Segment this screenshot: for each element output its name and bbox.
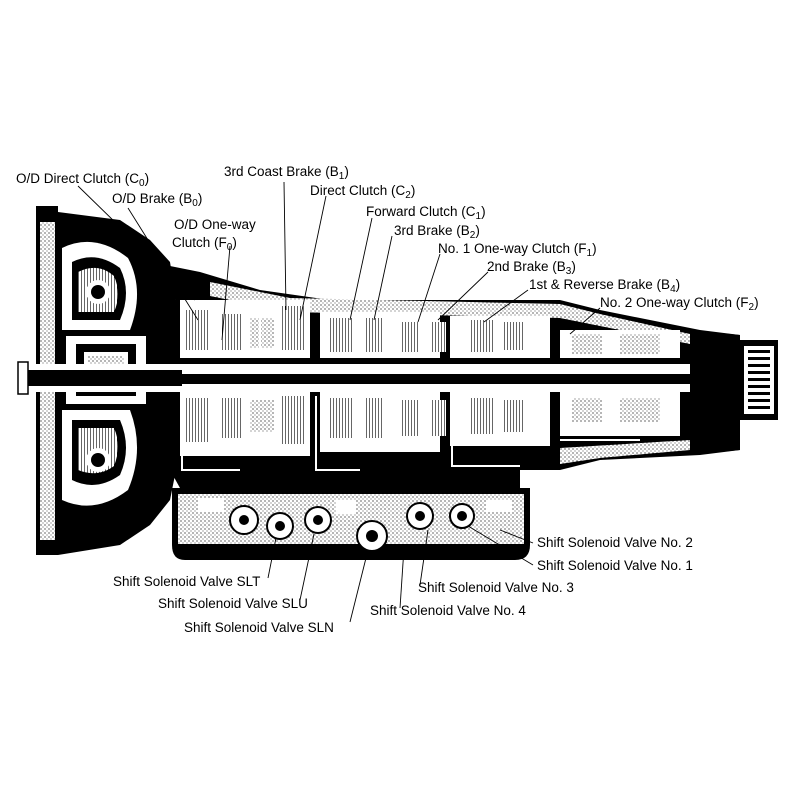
label-od-oneway-clutch-line2: Clutch (F0)	[172, 235, 237, 253]
label-third-brake: 3rd Brake (B2)	[394, 223, 480, 241]
valve-body-oil-pan	[172, 488, 530, 560]
leader-lines	[77, 181, 601, 623]
label-third-coast-brake: 3rd Coast Brake (B1)	[224, 164, 349, 182]
label-shift-solenoid-sln: Shift Solenoid Valve SLN	[184, 620, 334, 635]
label-od-brake: O/D Brake (B0)	[112, 191, 202, 209]
label-forward-clutch: Forward Clutch (C1)	[366, 204, 486, 222]
transmission-drawing	[17, 206, 778, 560]
label-shift-solenoid-no2: Shift Solenoid Valve No. 2	[537, 535, 693, 550]
fluid-passages	[181, 300, 640, 471]
label-first-reverse-brake: 1st & Reverse Brake (B4)	[529, 277, 680, 295]
callout-labels: O/D Direct Clutch (C0) O/D Brake (B0) O/…	[16, 164, 759, 635]
label-od-oneway-clutch-line1: O/D One-way	[174, 217, 256, 232]
main-shaft	[17, 361, 742, 395]
torque-converter	[36, 206, 176, 555]
clutch-packs-lower	[186, 396, 660, 444]
label-shift-solenoid-slt: Shift Solenoid Valve SLT	[113, 574, 260, 589]
label-second-brake: 2nd Brake (B3)	[487, 259, 576, 277]
clutch-packs-upper	[186, 306, 660, 354]
output-flange	[690, 330, 778, 455]
label-no1-oneway-clutch: No. 1 One-way Clutch (F1)	[438, 241, 597, 259]
solenoid-valves	[229, 502, 475, 552]
label-direct-clutch: Direct Clutch (C2)	[310, 183, 415, 201]
label-od-direct-clutch: O/D Direct Clutch (C0)	[16, 171, 149, 189]
label-shift-solenoid-no1: Shift Solenoid Valve No. 1	[537, 558, 693, 573]
label-shift-solenoid-slu: Shift Solenoid Valve SLU	[158, 596, 308, 611]
label-shift-solenoid-no4: Shift Solenoid Valve No. 4	[370, 603, 526, 618]
label-no2-oneway-clutch: No. 2 One-way Clutch (F2)	[600, 295, 759, 313]
label-shift-solenoid-no3: Shift Solenoid Valve No. 3	[418, 580, 574, 595]
